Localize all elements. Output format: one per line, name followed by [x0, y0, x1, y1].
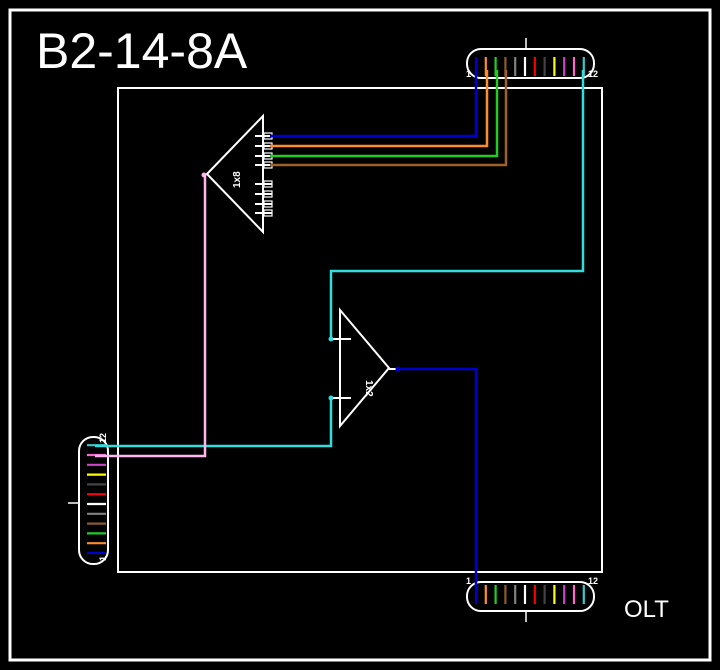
bottom-connector-end-label: 12 [588, 576, 598, 586]
splitter-1x8-port-box [263, 209, 273, 217]
splitter-1x8-port-box [263, 200, 273, 208]
wire-cyan-splitter-to-left [95, 398, 333, 448]
splitter-1x2: 1x2 [328, 307, 401, 429]
splitter-1x8: 1x8 [201, 113, 273, 235]
splitter-1x8-port-box [263, 180, 273, 188]
left-connector-start-label: 1 [98, 556, 108, 561]
wire-blue-splitter-to-bottom [398, 367, 478, 590]
wire-cyan-top-to-splitter [329, 70, 585, 339]
wire-pink-left-to-splitter [95, 175, 207, 458]
splitter-1x8-label: 1x8 [232, 171, 243, 188]
wire-orange-top [270, 70, 489, 148]
left-connector-end-label: 12 [98, 433, 108, 443]
splitter-1x2-label: 1x2 [363, 380, 374, 397]
left-connector: 12 1 [68, 433, 109, 565]
diagram-title: B2-14-8A [36, 23, 248, 79]
olt-label: OLT [624, 596, 669, 623]
enclosure-box [117, 87, 603, 573]
outer-border [8, 8, 712, 662]
wire-blue-top [270, 70, 478, 138]
bottom-connector: 1 12 [466, 576, 598, 622]
top-connector-start-label: 1 [466, 69, 471, 79]
top-connector-end-label: 12 [588, 69, 598, 79]
wire-brown-top [270, 70, 508, 167]
wire-green-top [270, 70, 499, 158]
bottom-connector-start-label: 1 [466, 576, 471, 586]
splitter-1x8-port-box [263, 190, 273, 198]
